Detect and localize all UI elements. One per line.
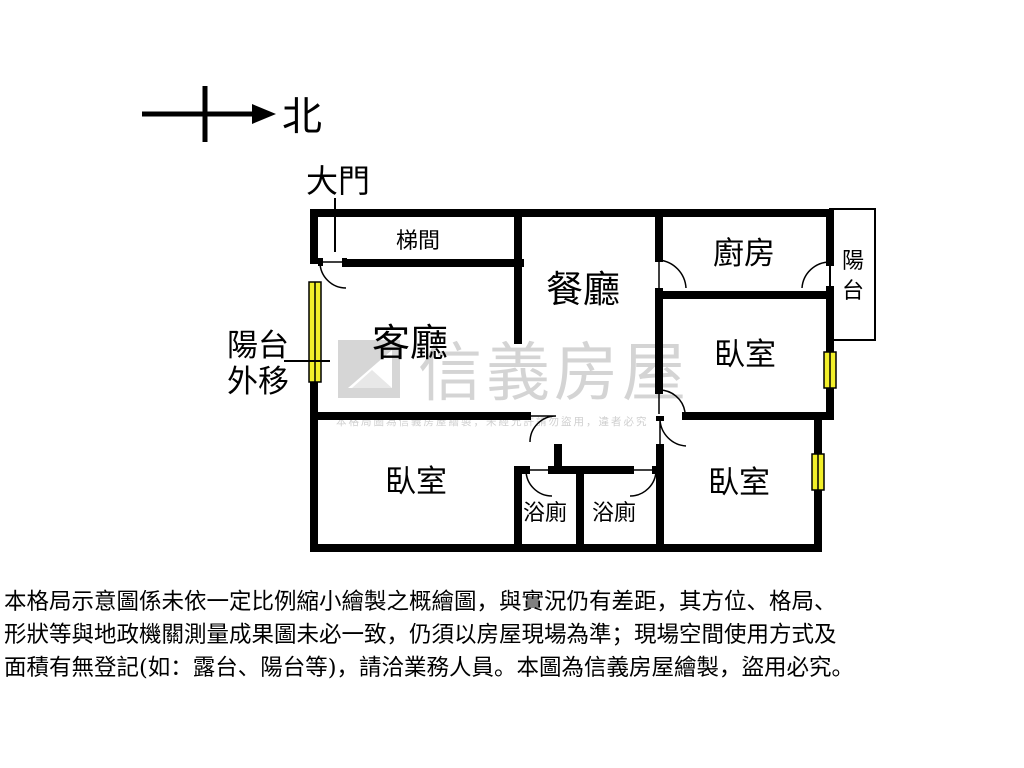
- door-bedroom-southeast: [659, 419, 687, 448]
- room-label-kitchen: 廚房: [713, 236, 775, 272]
- room-label-balcony-east: 陽 台: [842, 249, 864, 304]
- disclaimer-line-3: 面積有無登記(如：露台、陽台等)，請洽業務人員。本圖為信義房屋繪製，盜用必究。: [4, 655, 855, 681]
- balcony-east-outline: [829, 208, 876, 341]
- svg-text:台: 台: [842, 279, 864, 304]
- room-label-bath-1: 浴廁: [523, 501, 567, 526]
- door-kitchen: [658, 259, 687, 292]
- door-main-entrance: [319, 261, 347, 289]
- room-label-bedroom-east: 臥室: [714, 337, 776, 373]
- north-arrow-icon: [252, 104, 276, 124]
- compass: [142, 86, 276, 142]
- door-bedroom-west: [529, 415, 557, 443]
- door-balcony-east: [801, 261, 831, 290]
- annotation-balcony-moved-line1: 陽台: [227, 328, 289, 364]
- north-label: 北: [282, 94, 322, 140]
- floor-plan: 信義房屋 本格局圖為信義房屋繪製，未經允許請勿盜用，違者必究 北 大門: [142, 86, 876, 552]
- doors: [318, 257, 834, 497]
- watermark-brand: 信義房屋: [418, 337, 690, 411]
- room-label-dining: 餐廳: [546, 268, 620, 311]
- room-label-bedroom-southeast: 臥室: [708, 465, 770, 501]
- room-label-living: 客廳: [372, 321, 448, 365]
- disclaimer-line-2: 形狀等與地政機關測量成果圖未必一致，仍須以房屋現場為準；現場空間使用方式及: [4, 622, 837, 648]
- room-label-stairwell: 梯間: [396, 229, 440, 254]
- door-bath-2: [629, 469, 657, 497]
- svg-text:陽: 陽: [842, 249, 864, 274]
- annotation-balcony-moved-line2: 外移: [227, 364, 289, 400]
- walls: [310, 209, 834, 552]
- disclaimer-line-1: 本格局示意圖係未依一定比例縮小繪製之概繪圖，與實況仍有差距，其方位、格局、: [4, 589, 837, 615]
- door-bath-1: [525, 469, 553, 497]
- windows: [308, 281, 837, 491]
- disclaimer: 本格局示意圖係未依一定比例縮小繪製之概繪圖，與實況仍有差距，其方位、格局、 形狀…: [4, 586, 1022, 685]
- room-label-bath-2: 浴廁: [592, 501, 636, 526]
- entrance-label: 大門: [306, 162, 370, 200]
- watermark-logo: [338, 340, 400, 398]
- room-label-bedroom-west: 臥室: [385, 464, 447, 500]
